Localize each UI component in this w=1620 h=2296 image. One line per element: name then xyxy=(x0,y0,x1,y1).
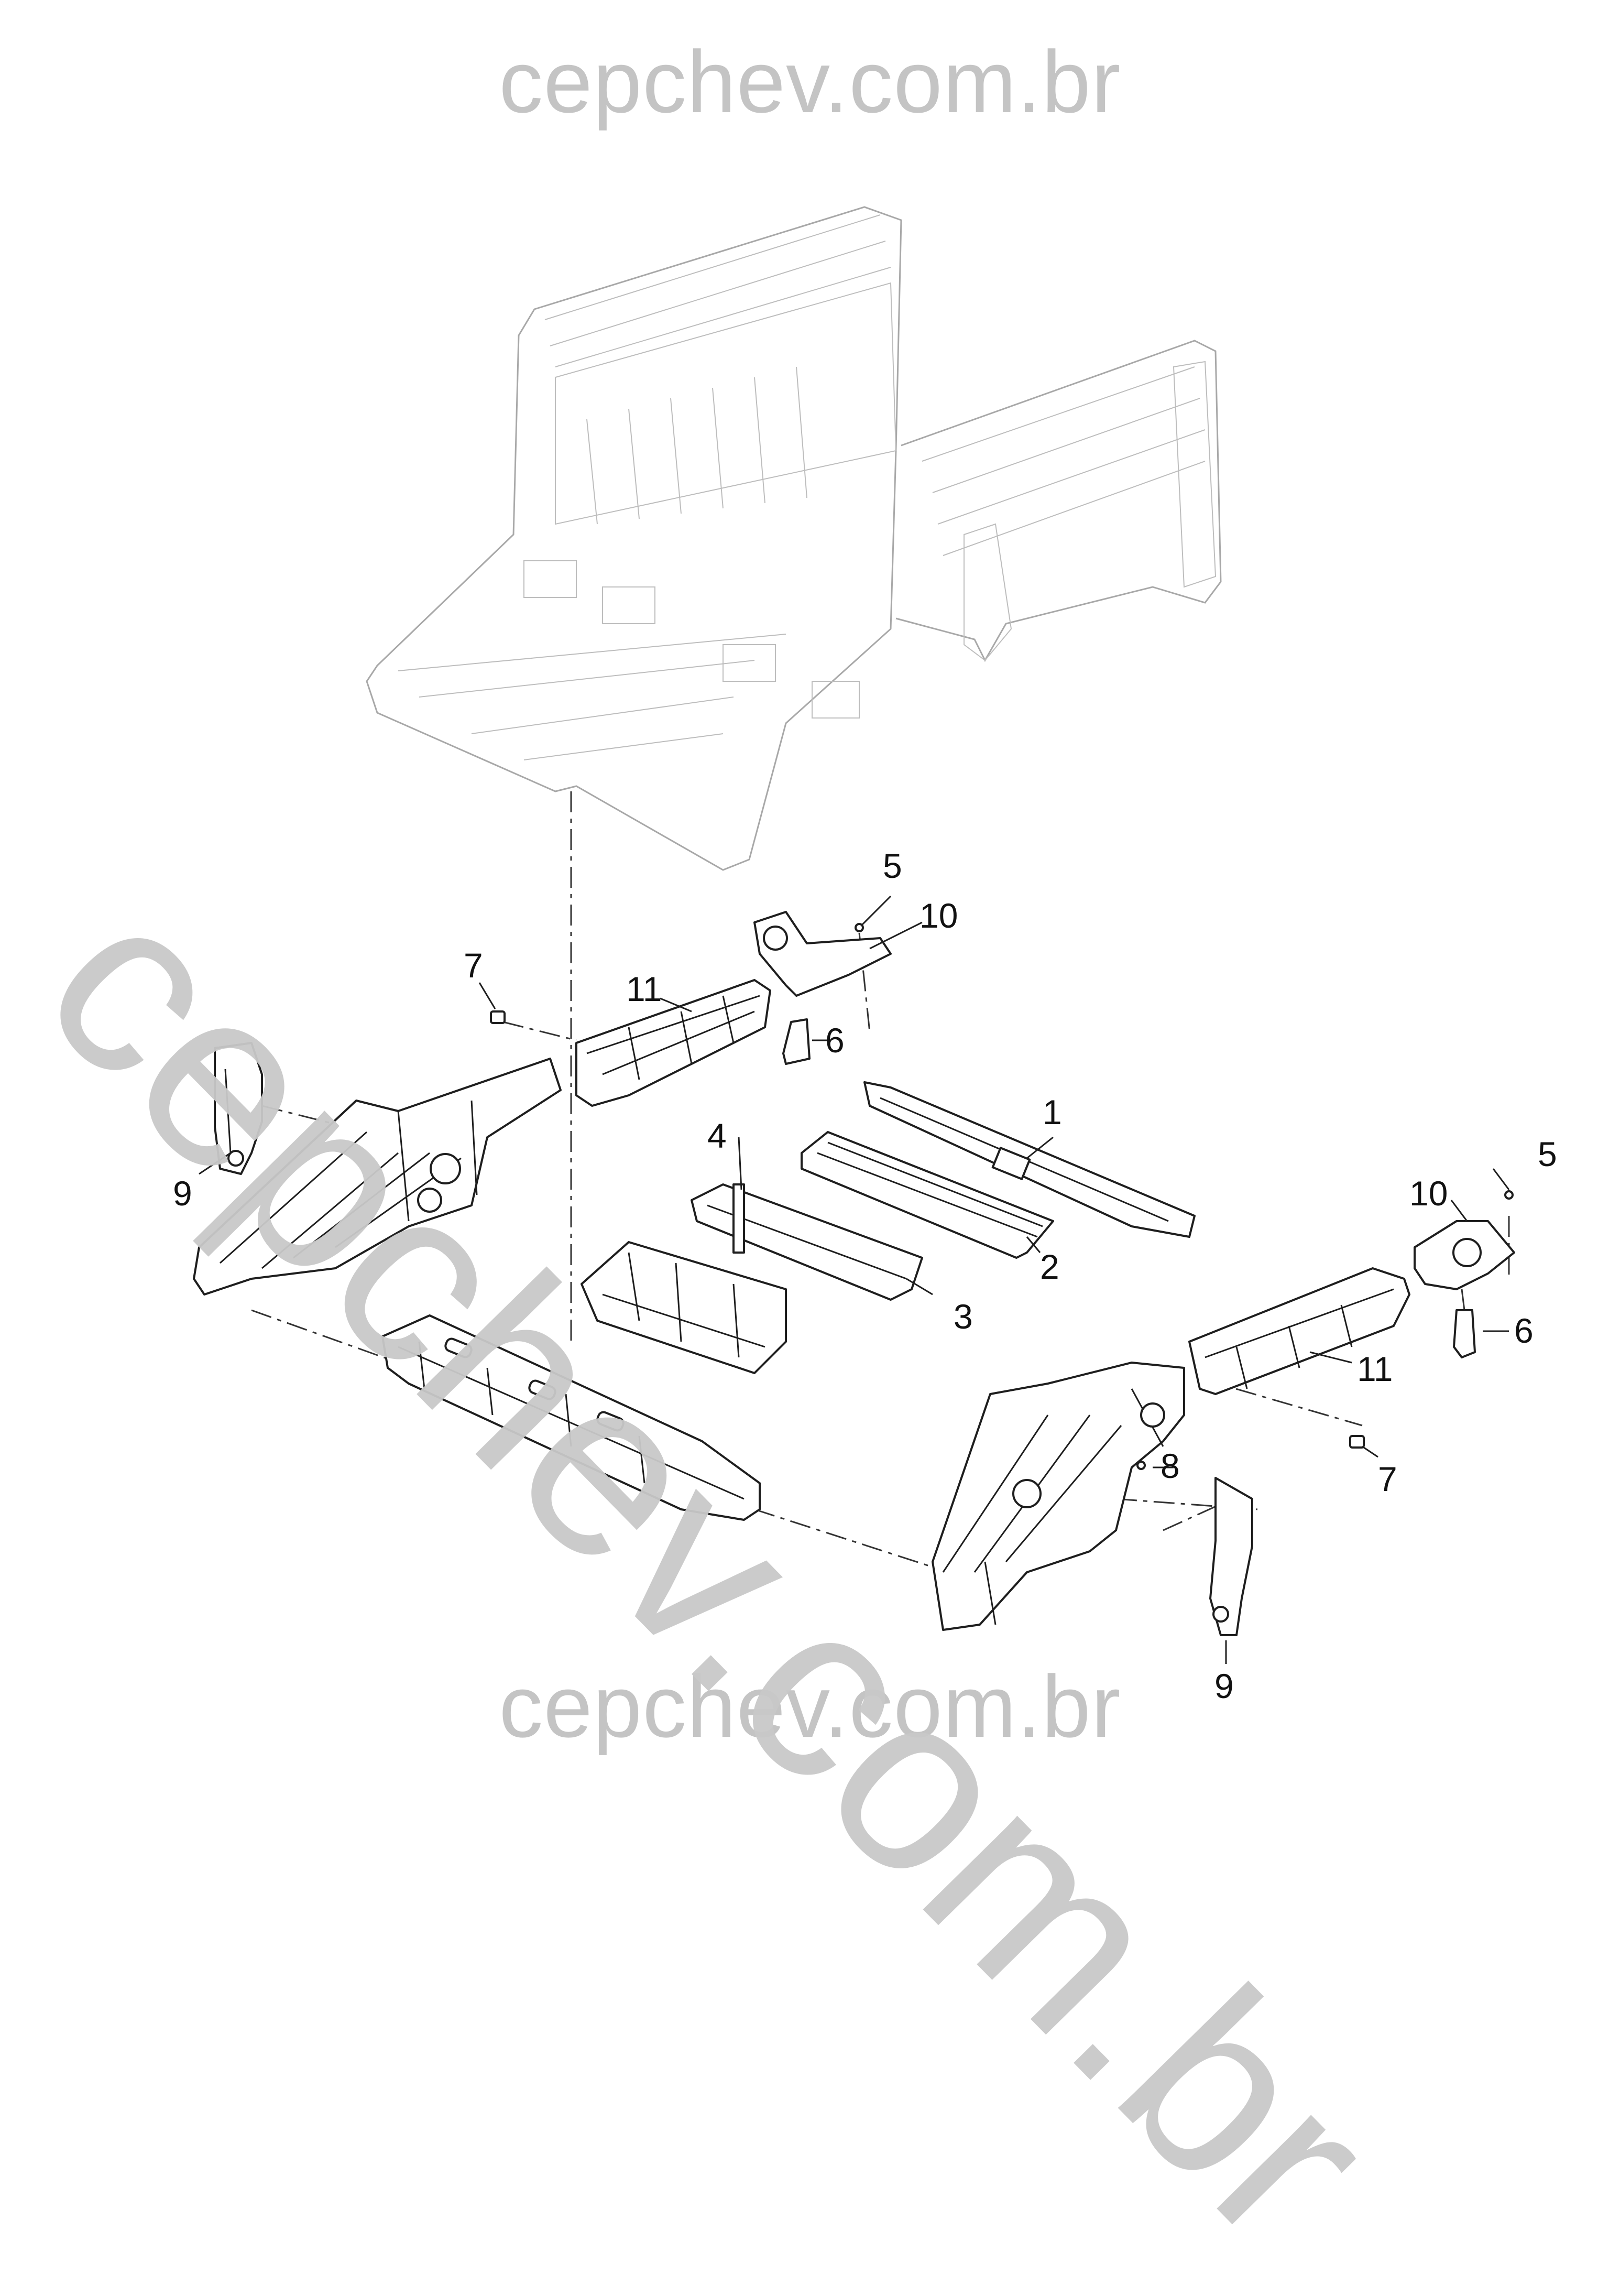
callout-numbers: 1 2 3 4 5 5 6 6 7 7 8 9 9 10 10 11 11 xyxy=(173,846,1557,1705)
frame-lower-rail xyxy=(381,1314,761,1521)
callout-8: 8 xyxy=(1161,1446,1180,1485)
part-10-bracket-left xyxy=(753,911,892,997)
part-9-bracket-right xyxy=(1209,1477,1253,1636)
frame-front-left xyxy=(193,1058,562,1296)
callout-9-right: 9 xyxy=(1214,1667,1234,1705)
part-11-rail-right xyxy=(1188,1267,1410,1395)
callout-5-right: 5 xyxy=(1538,1135,1557,1173)
callout-4: 4 xyxy=(707,1116,727,1155)
part-7-clip-left xyxy=(490,1010,506,1024)
frame-front-right xyxy=(932,1362,1185,1631)
parts-diagram: 1 2 3 4 5 5 6 6 7 7 8 9 9 10 10 11 11 xyxy=(173,206,1557,1705)
part-11-rail-left xyxy=(575,979,771,1107)
callout-1: 1 xyxy=(1043,1093,1062,1131)
callout-7-left: 7 xyxy=(464,946,483,985)
part-5-bolt-right xyxy=(1504,1190,1514,1200)
callout-11-right: 11 xyxy=(1357,1350,1393,1388)
part-7-clip-right xyxy=(1349,1435,1365,1449)
callout-10-right: 10 xyxy=(1409,1174,1448,1213)
part-10-bracket-right xyxy=(1414,1220,1515,1290)
callout-10-left: 10 xyxy=(920,896,958,935)
part-1-floor-rail xyxy=(863,1081,1196,1238)
part-6-bracket-right xyxy=(1453,1309,1476,1358)
callout-9-left: 9 xyxy=(173,1174,192,1213)
ghost-underbody xyxy=(366,206,1222,871)
callout-6-right: 6 xyxy=(1514,1311,1534,1350)
leader-lines xyxy=(199,895,1510,1664)
part-5-bolt-left xyxy=(855,923,864,932)
part-3-floor-member xyxy=(691,1183,923,1301)
callout-11-left: 11 xyxy=(626,970,662,1008)
watermark-bottom: cepchev.com.br xyxy=(499,1657,1121,1756)
callout-7-right: 7 xyxy=(1378,1460,1397,1498)
watermark-top: cepchev.com.br xyxy=(499,32,1121,131)
callout-6-left: 6 xyxy=(825,1021,845,1060)
callout-2: 2 xyxy=(1040,1247,1059,1286)
callout-3: 3 xyxy=(954,1297,973,1336)
part-9-bracket-left xyxy=(214,1042,263,1175)
part-floor-bracket xyxy=(581,1241,787,1374)
part-8-fastener xyxy=(1136,1461,1146,1470)
part-6-bracket-left xyxy=(782,1018,811,1065)
part-2-floor-rail xyxy=(801,1131,1054,1259)
callout-5-left: 5 xyxy=(883,846,902,885)
